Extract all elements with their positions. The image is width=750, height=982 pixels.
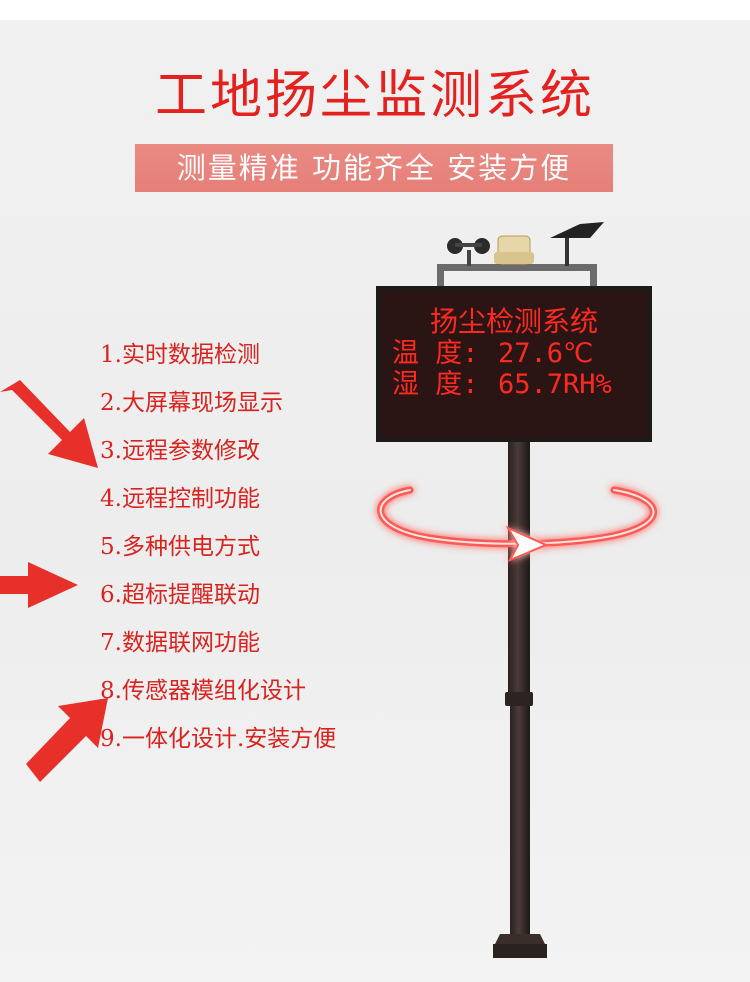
feature-item: 2.大屏幕现场显示 xyxy=(100,390,283,416)
feature-item: 1.实时数据检测 xyxy=(100,342,260,368)
feature-list: 1.实时数据检测 2.大屏幕现场显示 3.远程参数修改 4.远程控制功能 5.多… xyxy=(100,335,336,767)
led-display: 扬尘检测系统 温 度: 27.6℃ 湿 度: 65.7RH% xyxy=(376,286,652,442)
display-row1-label: 温 度: xyxy=(392,338,479,369)
pole xyxy=(493,438,547,958)
sensor-bracket xyxy=(437,222,604,288)
feature-item: 5.多种供电方式 xyxy=(100,534,260,560)
top-margin xyxy=(0,0,750,20)
page-title: 工地扬尘监测系统 xyxy=(154,66,595,126)
display-row2-value: 65.7RH% xyxy=(498,369,612,400)
arrow-icon xyxy=(0,380,98,468)
display-row2-label: 湿 度: xyxy=(392,369,479,400)
display-row1-value: 27.6℃ xyxy=(498,338,593,369)
feature-item: 8.传感器模组化设计 xyxy=(100,678,306,704)
subtitle-banner: 测量精准 功能齐全 安装方便 xyxy=(135,144,613,192)
feature-item: 4.远程控制功能 xyxy=(100,486,260,512)
rotation-ring-icon xyxy=(377,486,657,562)
arrow-icon xyxy=(0,562,78,608)
display-heading: 扬尘检测系统 xyxy=(430,305,598,338)
feature-item: 3.远程参数修改 xyxy=(100,438,260,464)
feature-item: 7.数据联网功能 xyxy=(100,630,260,656)
feature-item: 6.超标提醒联动 xyxy=(100,582,260,608)
arrow-icon xyxy=(26,698,108,782)
feature-item: 9.一体化设计.安装方便 xyxy=(100,726,337,752)
